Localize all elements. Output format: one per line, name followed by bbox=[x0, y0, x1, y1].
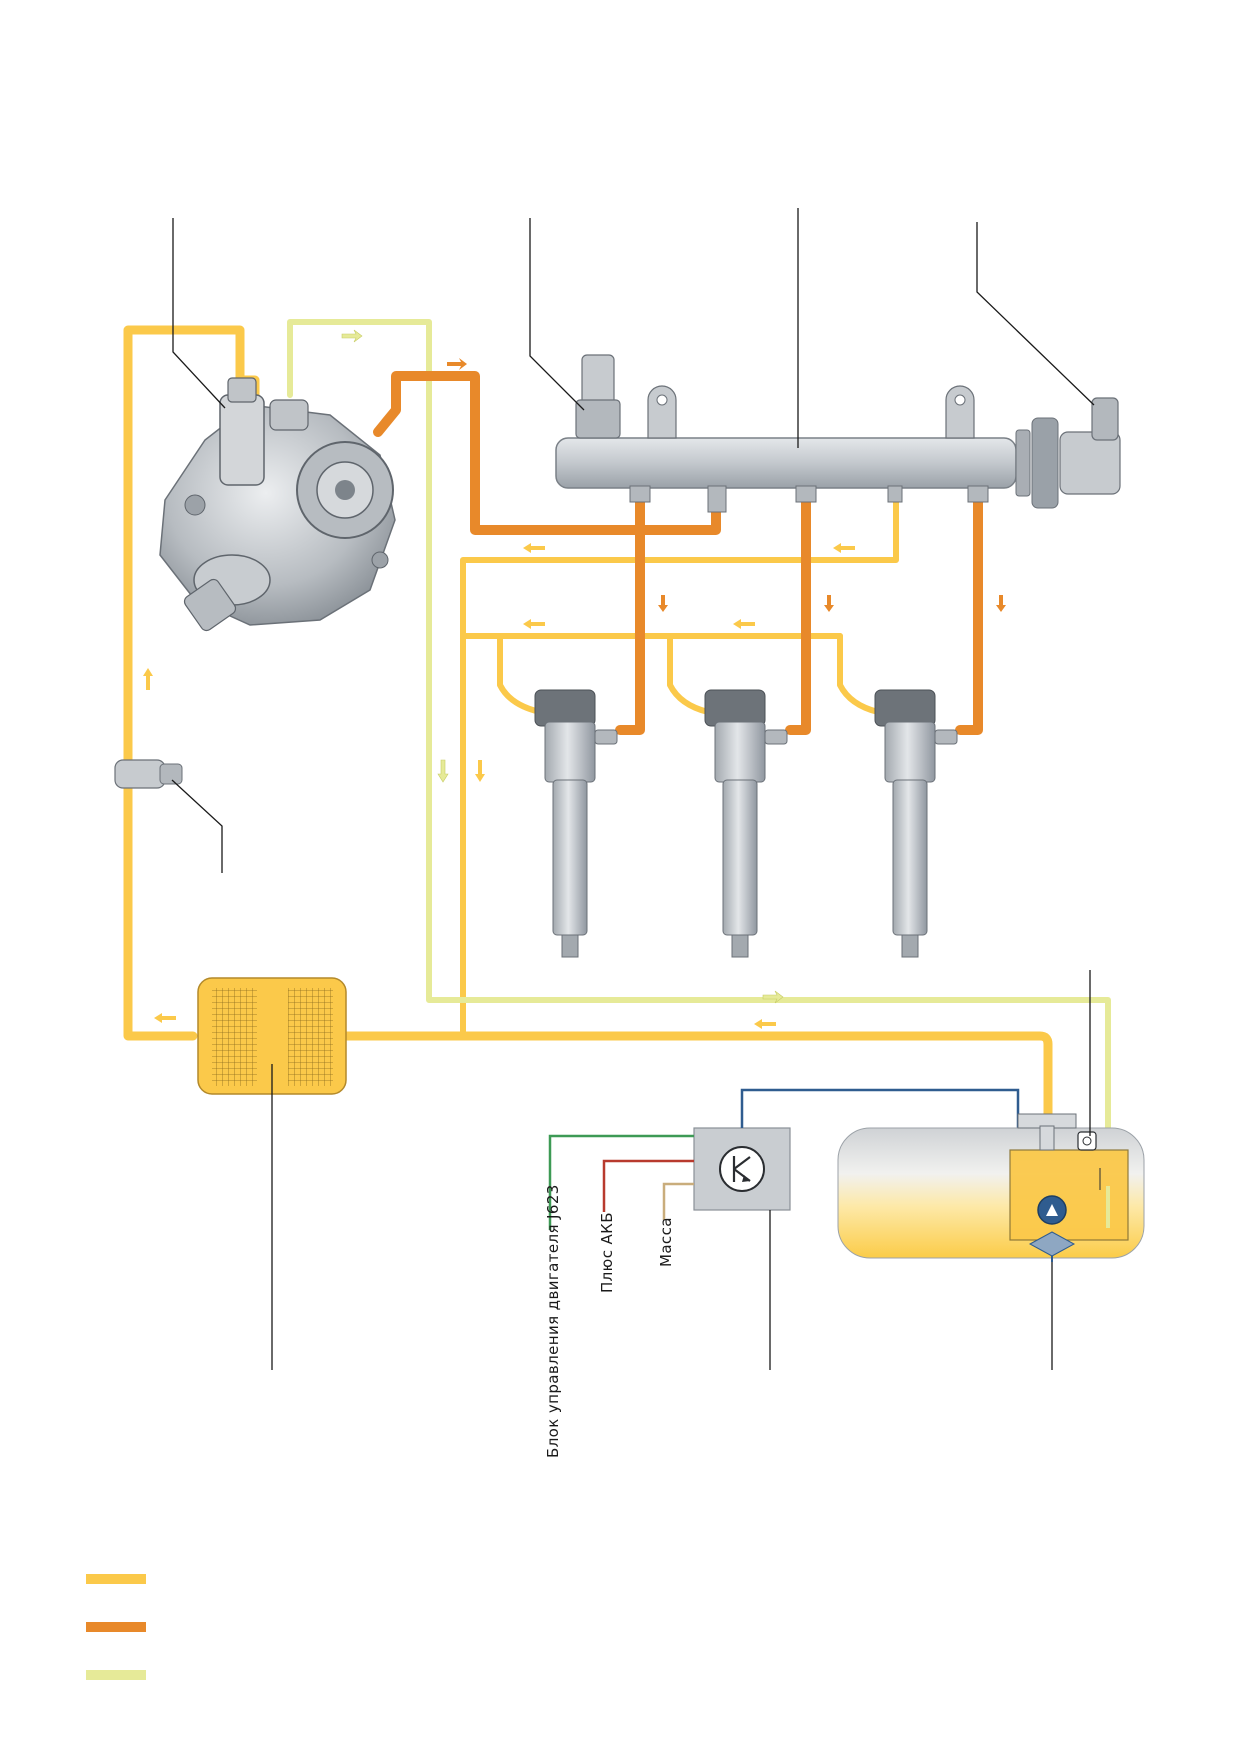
fuel-filter bbox=[197, 977, 347, 1095]
leader-lines bbox=[171, 208, 1095, 1370]
arrow-return-left-1 bbox=[523, 543, 545, 553]
return-line-injectors bbox=[460, 487, 899, 1039]
return-line-pump bbox=[287, 319, 1111, 1193]
arrow-hp-down-1 bbox=[658, 595, 668, 612]
leader-pump bbox=[172, 218, 226, 409]
arrow-return-left-4 bbox=[733, 619, 755, 629]
legend-swatch-supply bbox=[86, 1574, 146, 1584]
arrow-return-right bbox=[762, 990, 784, 1004]
injector-2 bbox=[704, 689, 788, 958]
leader-regulator bbox=[976, 222, 1095, 406]
arrow-return-left-5 bbox=[754, 1019, 776, 1029]
high-pressure-lines bbox=[373, 371, 983, 735]
injector-3 bbox=[874, 689, 958, 958]
injector-1 bbox=[534, 689, 618, 958]
arrow-supply-down bbox=[475, 760, 485, 782]
legend bbox=[86, 1574, 146, 1680]
leader-temp-sensor bbox=[171, 779, 223, 873]
arrow-return-left-2 bbox=[833, 543, 855, 553]
arrow-high-pressure bbox=[447, 358, 467, 370]
fuel-tank bbox=[837, 1113, 1145, 1262]
leader-pressure-sensor bbox=[529, 218, 585, 411]
high-pressure-pump bbox=[159, 377, 396, 632]
legend-swatch-return bbox=[86, 1670, 146, 1680]
arrow-hp-down-2 bbox=[824, 595, 834, 612]
arrow-return bbox=[341, 329, 363, 343]
arrow-return-down bbox=[437, 759, 449, 783]
flow-arrows bbox=[143, 329, 1006, 1029]
label-ecu: Блок управления двигателя J623 bbox=[544, 1184, 562, 1458]
arrow-return-left-3 bbox=[523, 619, 545, 629]
fuel-rail bbox=[555, 354, 1121, 513]
arrow-hp-down-3 bbox=[996, 595, 1006, 612]
arrow-supply-left bbox=[154, 1013, 176, 1023]
label-battery-plus: Плюс АКБ bbox=[598, 1212, 616, 1293]
fuel-pump-control-unit bbox=[693, 1127, 791, 1211]
arrow-supply-up bbox=[143, 668, 153, 690]
legend-swatch-high-pressure bbox=[86, 1622, 146, 1632]
fuel-temperature-sensor bbox=[114, 759, 183, 789]
label-ground: Масса bbox=[657, 1217, 675, 1267]
